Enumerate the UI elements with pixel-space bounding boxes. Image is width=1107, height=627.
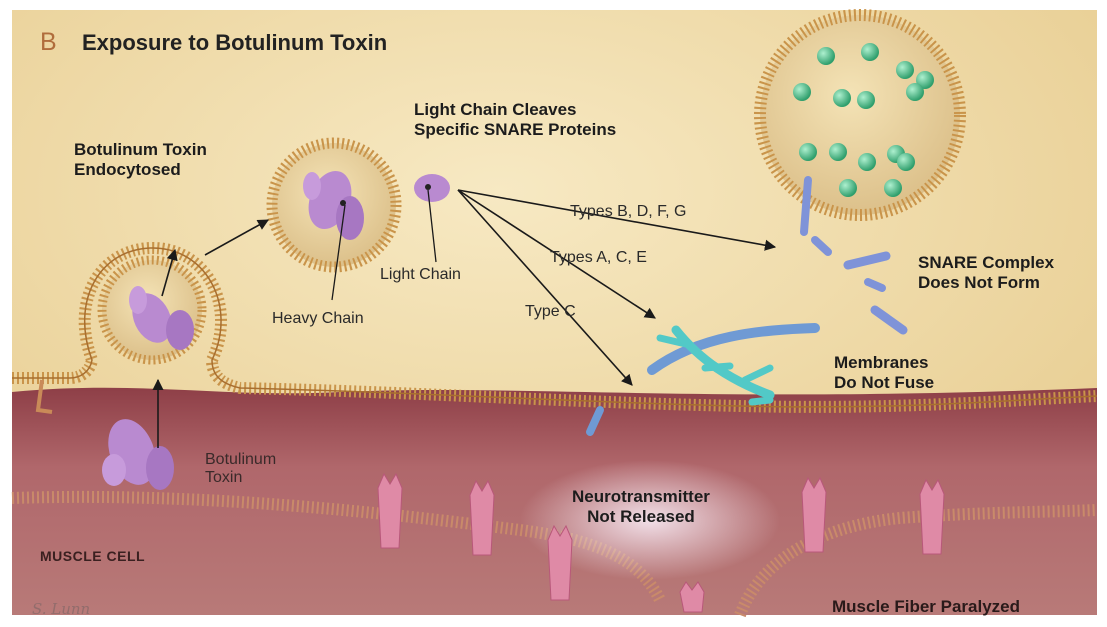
label-neurotransmitter: Neurotransmitter Not Released (572, 487, 710, 526)
label-types-bdfg: Types B, D, F, G (570, 203, 686, 221)
label-muscle-fiber: Muscle Fiber Paralyzed (832, 597, 1020, 617)
light-chain-molecule (414, 174, 450, 202)
label-snare-complex: SNARE Complex Does Not Form (918, 253, 1054, 292)
label-muscle-cell: MUSCLE CELL (40, 548, 145, 564)
label-heavy-chain: Heavy Chain (272, 310, 364, 328)
artist-signature: S. Lunn (32, 600, 90, 618)
label-toxin-endocytosed: Botulinum Toxin Endocytosed (74, 140, 207, 179)
label-botulinum-toxin: Botulinum Toxin (205, 451, 276, 488)
label-membranes: Membranes Do Not Fuse (834, 353, 934, 392)
label-light-chain-cleaves: Light Chain Cleaves Specific SNARE Prote… (414, 100, 616, 139)
panel-letter: B (40, 28, 57, 57)
panel-title: Exposure to Botulinum Toxin (82, 30, 387, 56)
synaptic-vesicle (760, 15, 960, 215)
label-type-c: Type C (525, 303, 576, 321)
label-light-chain: Light Chain (380, 266, 461, 284)
label-types-ace: Types A, C, E (550, 249, 647, 267)
